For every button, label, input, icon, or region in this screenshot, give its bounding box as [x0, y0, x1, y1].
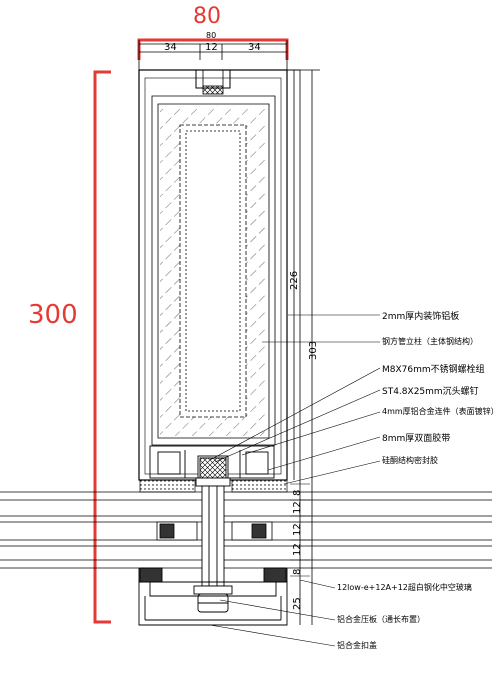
- callout-pressure-plate: 铝合金压板（通长布置）: [337, 615, 425, 624]
- callout-steel-column: 钢方管立柱（主体钢结构）: [382, 337, 478, 346]
- callout-tape: 8mm厚双面胶带: [382, 434, 451, 444]
- dim-bottom-cover: 25: [292, 597, 303, 610]
- dim-glass-1: 8: [292, 490, 303, 496]
- aluminum-pressure-plate: [138, 567, 288, 597]
- dim-right-inner: 226: [289, 271, 300, 290]
- callout-glass-unit: 12low-e+12A+12超白钢化中空玻璃: [337, 583, 472, 592]
- dim-top-total: 80: [206, 31, 216, 40]
- dim-right-outer: 303: [308, 341, 319, 360]
- callout-leaders: [209, 314, 381, 647]
- callout-sealant: 硅酮结构密封胶: [382, 456, 438, 465]
- callout-screw: ST4.8X25mm沉头螺钉: [382, 387, 479, 397]
- right-frame-lines: [287, 69, 320, 625]
- width-highlight-label: 80: [193, 4, 221, 29]
- callout-connector: 4mm厚铝合金连件（表面镀锌）: [382, 407, 499, 416]
- aluminum-cover-cap: [138, 582, 288, 626]
- top-dimension-line: [138, 40, 288, 70]
- hollow-core: [179, 124, 247, 418]
- height-highlight-label: 300: [28, 300, 78, 330]
- dim-glass-2: 12: [292, 501, 303, 514]
- dim-glass-3: 12: [292, 523, 303, 536]
- callout-cover-cap: 铝合金扣盖: [337, 641, 377, 650]
- glass-dimension-ticks: [290, 483, 310, 577]
- bolt-assembly: [193, 477, 233, 613]
- glass-spacers: [156, 521, 273, 541]
- dim-glass-4: 12: [292, 543, 303, 556]
- dim-glass-5: 8: [292, 569, 303, 575]
- dim-top-mid: 12: [205, 42, 218, 53]
- height-highlight-bracket: [93, 70, 111, 624]
- dim-top-right: 34: [248, 42, 261, 53]
- column-base-bracket: [149, 445, 275, 479]
- callout-inner-panel: 2mm厚内装饰铝板: [382, 312, 460, 322]
- callout-bolt-group: M8X76mm不锈钢螺栓组: [382, 365, 485, 375]
- dim-top-left: 34: [164, 42, 177, 53]
